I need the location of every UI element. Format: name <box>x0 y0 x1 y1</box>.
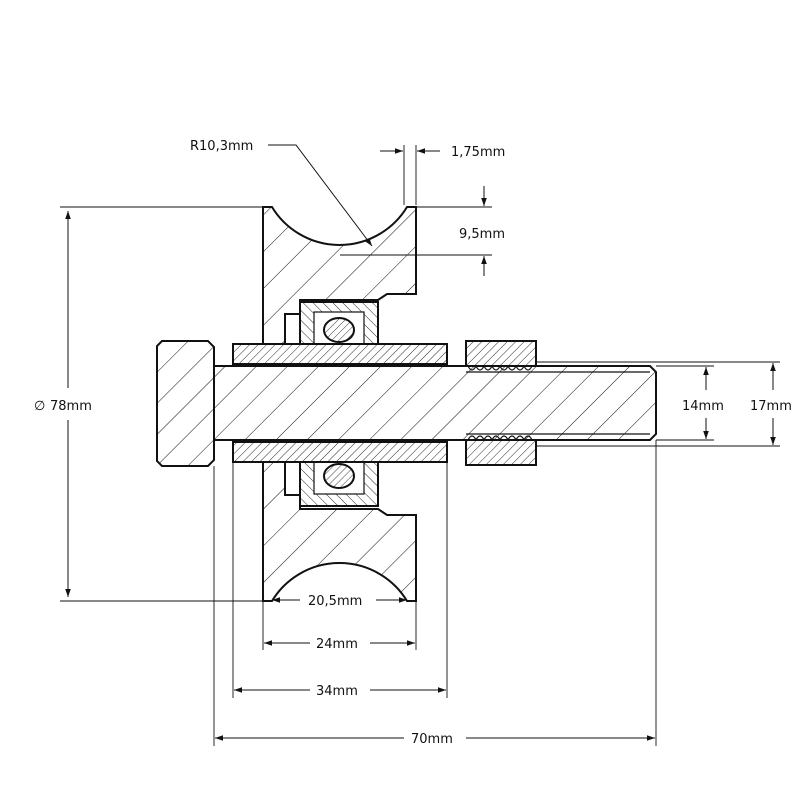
hub-width-label: 34mm <box>316 684 358 699</box>
thread-diameter-label: 14mm <box>682 399 724 414</box>
groove-depth-label: 9,5mm <box>459 227 505 242</box>
spacer-lower <box>232 441 448 463</box>
groove-width-label: 20,5mm <box>308 594 362 609</box>
total-length-label: 70mm <box>411 732 453 747</box>
dimension-wheel-width: 24mm <box>262 601 417 652</box>
dimension-thread-diameter: 14mm <box>656 365 724 441</box>
wheel-width-label: 24mm <box>316 637 358 652</box>
bolt-head <box>156 340 215 467</box>
dimension-hub-width: 34mm <box>232 462 448 699</box>
wheel-lower-half <box>262 447 417 602</box>
nut-upper <box>465 340 537 367</box>
flange-width-label: 1,75mm <box>451 145 505 160</box>
wheel-body <box>262 206 417 602</box>
spacer-bushings <box>232 343 448 463</box>
nut-thread-upper <box>467 364 533 371</box>
dimension-groove-width: 20,5mm <box>272 594 407 609</box>
dimension-flange-width: 1,75mm <box>380 145 505 205</box>
dimension-outer-diameter: ∅ 78mm <box>34 206 263 602</box>
outer-diameter-label: 78mm <box>50 399 92 414</box>
spacer-upper <box>232 343 448 365</box>
bolt <box>156 340 657 467</box>
bearing-lower <box>299 447 379 507</box>
dimension-radius: R10,3mm <box>190 139 373 247</box>
bearing-lower-ball <box>323 463 355 489</box>
dimension-total-length: 70mm <box>213 440 657 747</box>
radius-label: R10,3mm <box>190 139 253 154</box>
bearing-upper-ball <box>323 317 355 343</box>
nut-lower <box>465 439 537 466</box>
nut <box>465 340 537 466</box>
dimension-shaft-diameter: 17mm <box>536 361 792 447</box>
dimension-groove-depth: 9,5mm <box>340 186 505 276</box>
diameter-symbol: ∅ <box>34 399 45 414</box>
bolt-shank <box>213 365 657 441</box>
nut-thread-lower <box>467 435 533 442</box>
shaft-diameter-label: 17mm <box>750 399 792 414</box>
